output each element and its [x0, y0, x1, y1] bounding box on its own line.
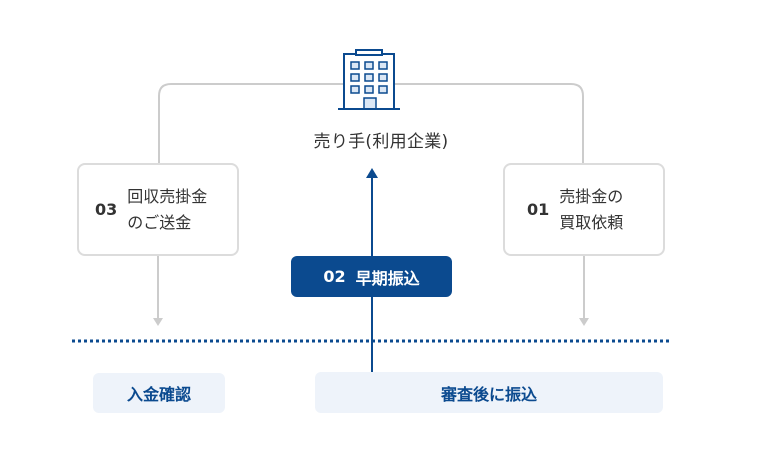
step-01-line1: 売掛金の [559, 186, 624, 206]
left-down-arrowhead [153, 318, 163, 326]
step-01-number: 01 [527, 200, 550, 219]
step-01-line2: 買取依頼 [559, 212, 624, 232]
early-pay-up-arrowhead [366, 168, 378, 178]
transfer-after-review-pill: 審査後に振込 [315, 372, 663, 413]
step-03-text: 回収売掛金 のご送金 [127, 184, 207, 236]
step-02-label: 早期振込 [355, 268, 420, 288]
step-01-text: 売掛金の 買取依頼 [559, 184, 623, 236]
step-01-box: 01 売掛金の 買取依頼 [503, 163, 665, 256]
building-icon [338, 49, 400, 110]
deposit-confirmation-pill: 入金確認 [93, 373, 225, 413]
seller-label: 売り手(利用企業) [313, 132, 449, 152]
step-03-line1: 回収売掛金 [127, 186, 208, 206]
step-03-box: 03 回収売掛金 のご送金 [77, 163, 239, 256]
step-03-line2: のご送金 [127, 212, 192, 232]
step-02-number: 02 [323, 267, 346, 286]
step-02-early-pay-badge: 02 早期振込 [291, 256, 452, 297]
right-down-arrowhead [579, 318, 589, 326]
step-03-number: 03 [95, 200, 118, 219]
